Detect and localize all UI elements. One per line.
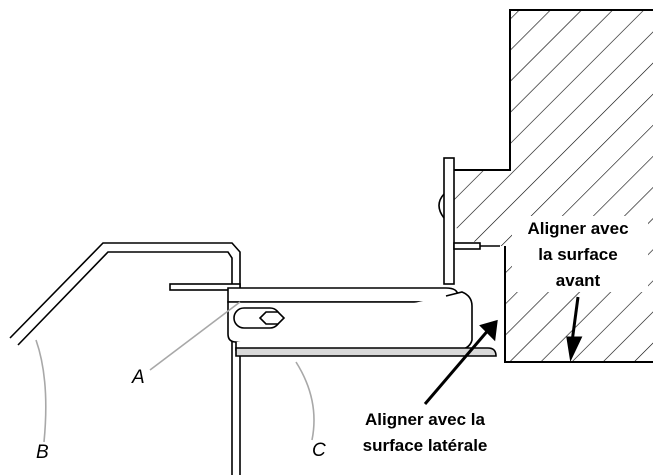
note-side-line1: Aligner avec la xyxy=(365,410,486,429)
wall-bracket xyxy=(438,157,500,285)
callout-b: B xyxy=(36,442,49,463)
note-front-line1: Aligner avec xyxy=(527,219,628,238)
alignment-arrows xyxy=(423,296,583,405)
leader-lines xyxy=(35,301,315,443)
flange xyxy=(169,283,241,291)
callout-a: A xyxy=(131,367,145,388)
note-front-line3: avant xyxy=(556,271,601,290)
callout-c: C xyxy=(312,440,326,461)
wall-section xyxy=(446,9,653,363)
bracket-a xyxy=(227,287,473,351)
note-front-line2: la surface xyxy=(538,245,617,264)
shelf-c xyxy=(235,347,497,357)
note-side-line2: surface latérale xyxy=(363,436,488,455)
